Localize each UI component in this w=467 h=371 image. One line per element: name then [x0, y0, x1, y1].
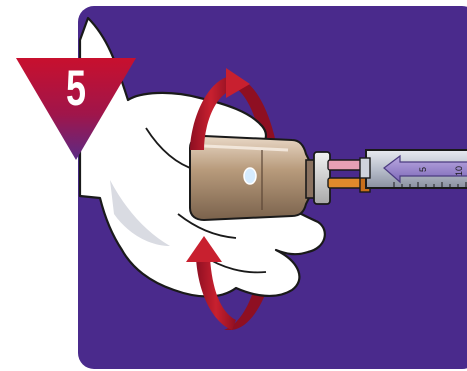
step-number: 5: [59, 58, 94, 118]
syringe-tip: [360, 158, 370, 178]
syringe-scale-label-5: 5: [418, 167, 428, 172]
air-bubble: [244, 168, 256, 184]
syringe-scale-label-10: 10: [454, 166, 464, 176]
vial-cap: [314, 152, 330, 204]
needle-hub-orange: [328, 178, 362, 188]
